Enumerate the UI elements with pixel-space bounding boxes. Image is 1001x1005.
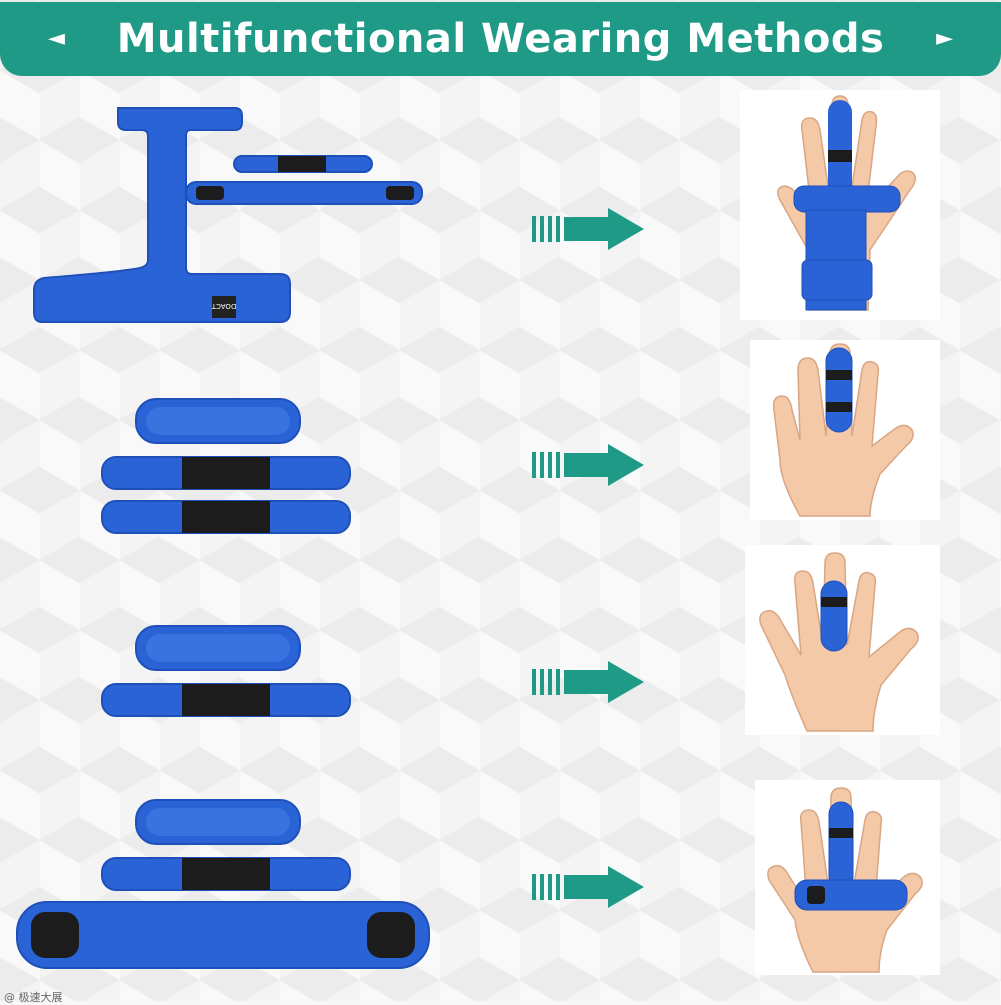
pad-inner <box>146 634 290 662</box>
palm-band <box>16 901 430 969</box>
photo-result-row-4 <box>755 780 940 975</box>
arrow-icon-row-4 <box>532 866 644 908</box>
arrow-icon-row-3 <box>532 661 644 703</box>
photo-result-row-1 <box>740 90 940 320</box>
right-arrow-icon: ► <box>936 26 953 51</box>
velcro-end-left <box>196 186 224 200</box>
hand-illustration <box>777 95 917 311</box>
velcro-1 <box>182 457 270 489</box>
arrow-icon-row-1 <box>532 208 644 250</box>
watermark: @ 极速大展 <box>4 991 63 1004</box>
velcro-patch <box>278 156 326 172</box>
velcro-end-right <box>367 912 415 958</box>
arrow-icon-row-2 <box>532 444 644 486</box>
velcro-end-right <box>386 186 414 200</box>
left-arrow-icon: ◄ <box>48 26 65 51</box>
velcro-end-left <box>31 912 79 958</box>
splint-parts-row-4 <box>16 799 430 969</box>
hand-illustration <box>772 343 914 517</box>
splint-parts-row-1: DOACT <box>33 107 423 323</box>
brand-tag <box>212 296 236 318</box>
pad-inner <box>146 407 290 435</box>
velcro-1 <box>182 858 270 890</box>
hand-illustration <box>767 787 923 973</box>
long-strap <box>185 181 423 205</box>
title-banner: ◄ Multifunctional Wearing Methods ► <box>0 2 1001 76</box>
velcro-1 <box>182 684 270 716</box>
brand-tag-text: DOACT <box>211 302 236 310</box>
velcro-2 <box>182 501 270 533</box>
hand-illustration <box>759 552 919 732</box>
splint-parts-row-3 <box>101 625 351 717</box>
splint-parts-row-2 <box>101 398 351 534</box>
banner-title: Multifunctional Wearing Methods <box>116 16 885 62</box>
photo-result-row-3 <box>745 545 940 735</box>
pad-inner <box>146 808 290 836</box>
photo-result-row-2 <box>750 340 940 520</box>
